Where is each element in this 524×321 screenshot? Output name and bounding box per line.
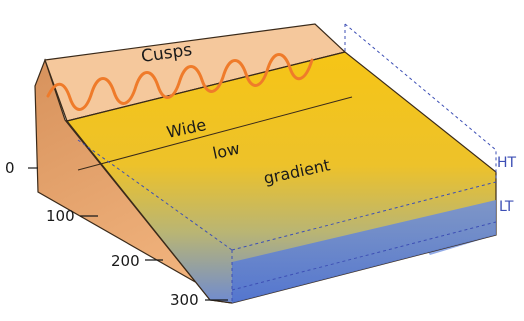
tide-range-box (77, 23, 497, 303)
cusps-wave-line (46, 53, 314, 111)
distance-axis (28, 167, 228, 301)
water-front-face (232, 200, 496, 303)
distance-tick-200: 200 (111, 252, 140, 270)
high-tide-label: HT (497, 155, 517, 171)
low-tide-label: LT (499, 199, 514, 215)
distance-tick-100: 100 (46, 207, 75, 225)
distance-tick-0: 0 (5, 159, 15, 177)
zone-divider-lower (77, 96, 353, 171)
distance-tick-300: 300 (170, 291, 199, 309)
